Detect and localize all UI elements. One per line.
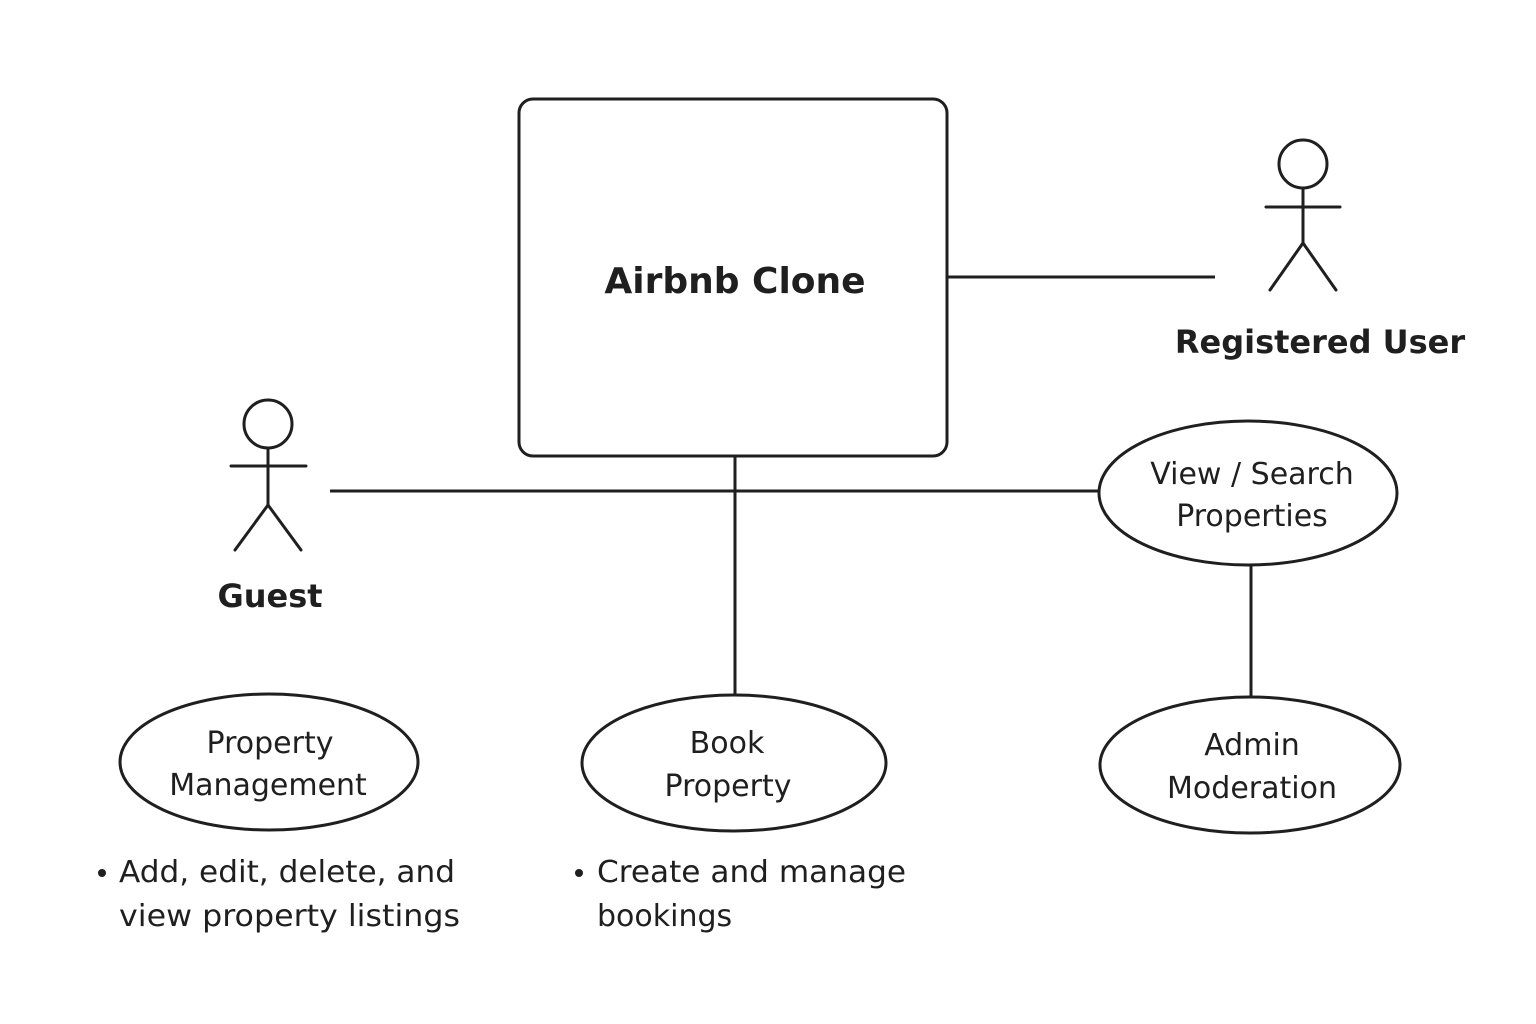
actor-registered-user: Registered User [1175, 138, 1466, 361]
use-case-label-line2: Property [665, 769, 792, 804]
bullet-icon [98, 869, 106, 877]
note-line1: Create and manage [597, 855, 906, 890]
actor-guest: Guest [217, 398, 323, 615]
use-case-admin-moderation: Admin Moderation [1098, 695, 1402, 835]
stick-figure-icon [1264, 138, 1342, 292]
use-case-label-line1: Book [690, 726, 765, 761]
use-case-label-line2: Moderation [1167, 771, 1337, 806]
use-case-label-line1: Property [207, 726, 334, 761]
system-boundary: Airbnb Clone [517, 97, 949, 458]
use-case-label-line2: Management [169, 768, 367, 803]
note-line1: Add, edit, delete, and [119, 855, 455, 890]
stick-figure-icon [229, 398, 308, 552]
note-line2: bookings [597, 899, 732, 934]
system-box [517, 97, 949, 458]
use-case-view-search-properties: View / Search Properties [1097, 419, 1399, 567]
actor-label-guest: Guest [217, 577, 322, 615]
system-title: Airbnb Clone [604, 261, 865, 302]
use-case-label-line2: Properties [1176, 499, 1328, 534]
use-case-property-management: Property Management [118, 692, 420, 832]
actor-label-registered-user: Registered User [1175, 323, 1466, 361]
note-book-property: Create and manage bookings [575, 855, 906, 934]
use-case-label-line1: Admin [1204, 728, 1300, 763]
bullet-icon [575, 869, 583, 877]
note-property-management: Add, edit, delete, and view property lis… [98, 855, 460, 934]
use-case-book-property: Book Property [580, 693, 888, 833]
note-line2: view property listings [119, 899, 460, 934]
use-case-label-line1: View / Search [1150, 457, 1353, 492]
